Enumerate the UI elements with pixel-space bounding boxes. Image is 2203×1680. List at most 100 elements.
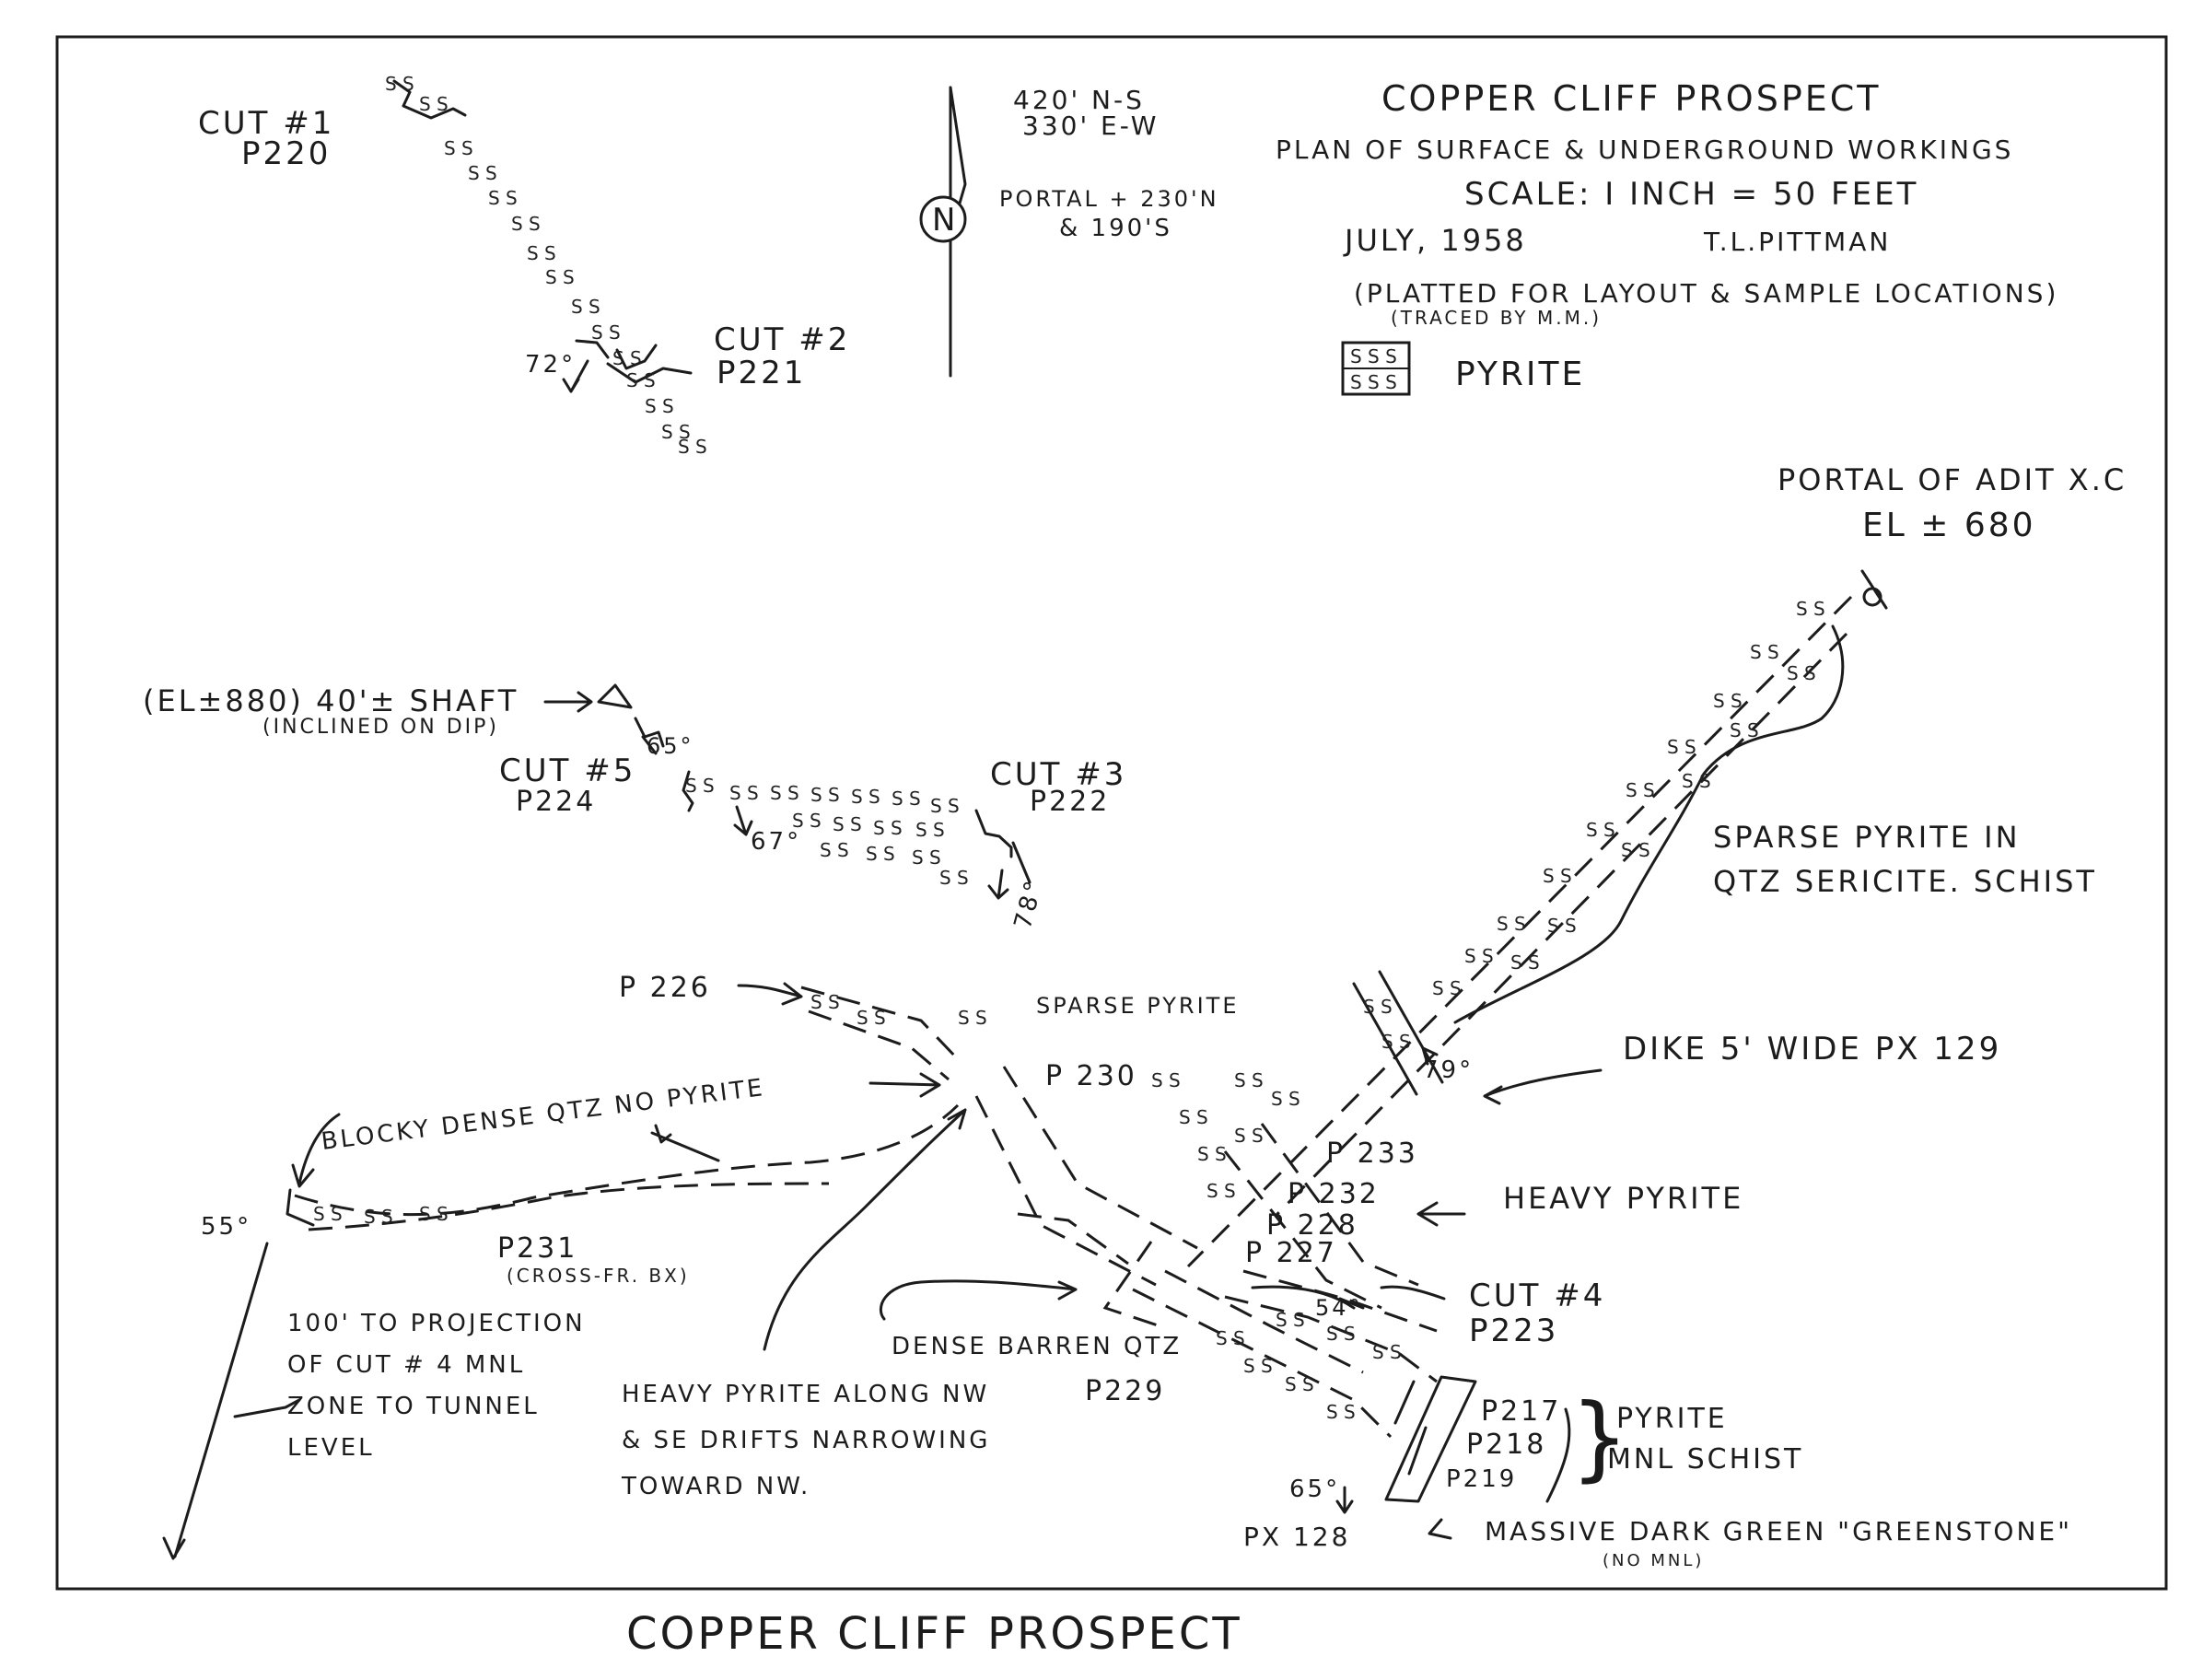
north-arrow: N 420' N-S 330' E-W PORTAL + 230'N & 190… (919, 85, 1219, 378)
svg-text:S S: S S (1216, 1327, 1245, 1349)
svg-text:S S: S S (1464, 945, 1494, 967)
svg-text:S S: S S (930, 795, 960, 817)
map-traced: (TRACED BY M.M.) (1391, 307, 1602, 329)
svg-text:S S: S S (1787, 662, 1816, 684)
svg-text:S S: S S (915, 819, 945, 841)
svg-text:S S: S S (892, 788, 921, 810)
svg-text:S S: S S (685, 775, 715, 797)
map-title: COPPER CLIFF PROSPECT (1381, 78, 1882, 119)
label-p217: P217 (1481, 1395, 1561, 1428)
svg-text:S S: S S (857, 1007, 886, 1029)
svg-text:S S: S S (364, 1206, 393, 1228)
label-heavy-along-2: & SE DRIFTS NARROWING (622, 1427, 990, 1454)
north-dims-2: 330' E-W (1022, 111, 1159, 141)
svg-text:S S: S S (1206, 1180, 1236, 1202)
label-dip-55: 55° (201, 1213, 251, 1241)
title-block: COPPER CLIFF PROSPECT PLAN OF SURFACE & … (1276, 78, 2056, 396)
north-arrow-circle (919, 195, 967, 243)
svg-text:S S: S S (1713, 690, 1743, 712)
map-frame (55, 35, 2168, 1591)
label-heavy-along-3: TOWARD NW. (621, 1473, 810, 1500)
label-cut-3: CUT #3 (990, 756, 1126, 793)
svg-text:S S: S S (820, 839, 849, 861)
svg-text:S S: S S (545, 266, 575, 288)
svg-text:S S: S S (1621, 839, 1650, 861)
label-p228: P 228 (1266, 1209, 1358, 1242)
svg-text:S S: S S (468, 162, 497, 184)
legend-pyrite-symbol-2: S S S (1350, 371, 1397, 393)
label-p226: P 226 (619, 972, 711, 1004)
label-portal-adit: PORTAL OF ADIT X.C (1778, 462, 2127, 497)
label-dense-barren: DENSE BARREN QTZ (892, 1333, 1182, 1360)
svg-text:S S: S S (792, 810, 822, 832)
label-p220: P220 (241, 135, 331, 172)
label-cut-5: CUT #5 (499, 752, 635, 789)
label-dip-65-px: 65° (1289, 1476, 1340, 1503)
svg-text:S S: S S (488, 187, 518, 209)
svg-text:S S: S S (1543, 865, 1572, 887)
svg-text:S S: S S (1730, 719, 1759, 741)
svg-text:S S: S S (1197, 1143, 1227, 1165)
north-dims-1: 420' N-S (1013, 85, 1145, 115)
label-p221: P221 (717, 355, 806, 391)
label-p233: P 233 (1326, 1138, 1418, 1170)
label-shaft-note: (INCLINED ON DIP) (262, 716, 499, 739)
label-p227: P 227 (1245, 1237, 1337, 1269)
svg-text:S S: S S (1151, 1069, 1181, 1091)
svg-text:S S: S S (1750, 641, 1779, 663)
svg-text:S S: S S (1363, 996, 1393, 1018)
svg-text:S S: S S (1497, 913, 1526, 935)
svg-text:S S: S S (1432, 977, 1462, 999)
svg-text:S S: S S (571, 296, 600, 318)
map-caption: COPPER CLIFF PROSPECT (626, 1608, 1242, 1660)
cut1-cut2-zone: S S S S S S S S S S S S S S S S S S S S … (198, 73, 847, 458)
svg-text:S S: S S (912, 846, 941, 869)
svg-text:S S: S S (851, 786, 880, 808)
label-heavy-along-1: HEAVY PYRITE ALONG NW (622, 1381, 989, 1408)
label-dip-54: 54° (1315, 1295, 1363, 1321)
svg-text:S S: S S (1682, 770, 1711, 792)
label-projection-3: ZONE TO TUNNEL (287, 1393, 540, 1420)
svg-text:S S: S S (1326, 1401, 1356, 1423)
svg-text:S S: S S (1271, 1088, 1300, 1110)
legend-pyrite: S S S S S S PYRITE (1341, 341, 1585, 396)
svg-text:S S: S S (527, 242, 556, 264)
label-p224: P224 (516, 786, 596, 818)
svg-text:S S: S S (770, 782, 799, 804)
svg-text:S S: S S (873, 817, 903, 839)
adit-tunnel: S S S S S S S S S S S S S S S S S S S S … (1186, 462, 2127, 1268)
svg-text:S S: S S (958, 1007, 987, 1029)
label-dip-67: 67° (751, 828, 801, 856)
map-scale: SCALE: I INCH = 50 FEET (1464, 176, 1918, 213)
label-no-mnl: (NO MNL) (1603, 1551, 1704, 1570)
svg-text:S S: S S (1243, 1355, 1273, 1377)
map-labels: P 226 SPARSE PYRITE BLOCKY DENSE QTZ NO … (201, 972, 2069, 1570)
svg-text:S S: S S (661, 421, 691, 443)
label-p231: P231 (497, 1232, 577, 1265)
legend-pyrite-symbol: S S S (1350, 345, 1397, 368)
label-brace: } (1570, 1383, 1629, 1491)
svg-text:S S: S S (1586, 819, 1615, 841)
svg-text:S S: S S (1547, 915, 1577, 937)
label-p232: P 232 (1288, 1178, 1380, 1210)
svg-text:S S: S S (1667, 736, 1696, 758)
label-shaft: (EL±880) 40'± SHAFT (143, 683, 519, 718)
svg-text:S S: S S (626, 369, 656, 391)
svg-text:S S: S S (419, 1203, 449, 1225)
label-blocky-qtz: BLOCKY DENSE QTZ NO PYRITE (320, 1074, 766, 1156)
map-author: T.L.PITTMAN (1703, 227, 1891, 257)
legend-pyrite-label: PYRITE (1455, 356, 1585, 393)
svg-text:S S: S S (1276, 1309, 1305, 1331)
label-cut-1: CUT #1 (198, 105, 334, 142)
svg-text:S S: S S (810, 784, 840, 806)
svg-text:S S: S S (729, 782, 759, 804)
label-p222: P222 (1030, 786, 1110, 818)
svg-text:S S: S S (1285, 1373, 1314, 1395)
central-workings: S S S S S S S S S S S S S S S S S S S S … (286, 986, 1571, 1540)
svg-text:S S: S S (444, 137, 473, 159)
north-portal-1: PORTAL + 230'N (999, 186, 1219, 212)
svg-text:S S: S S (1326, 1323, 1356, 1345)
svg-text:S S: S S (385, 73, 414, 95)
label-dip-79: 79° (1423, 1056, 1474, 1084)
label-pyrite-mnl-2: MNL SCHIST (1607, 1443, 1803, 1476)
